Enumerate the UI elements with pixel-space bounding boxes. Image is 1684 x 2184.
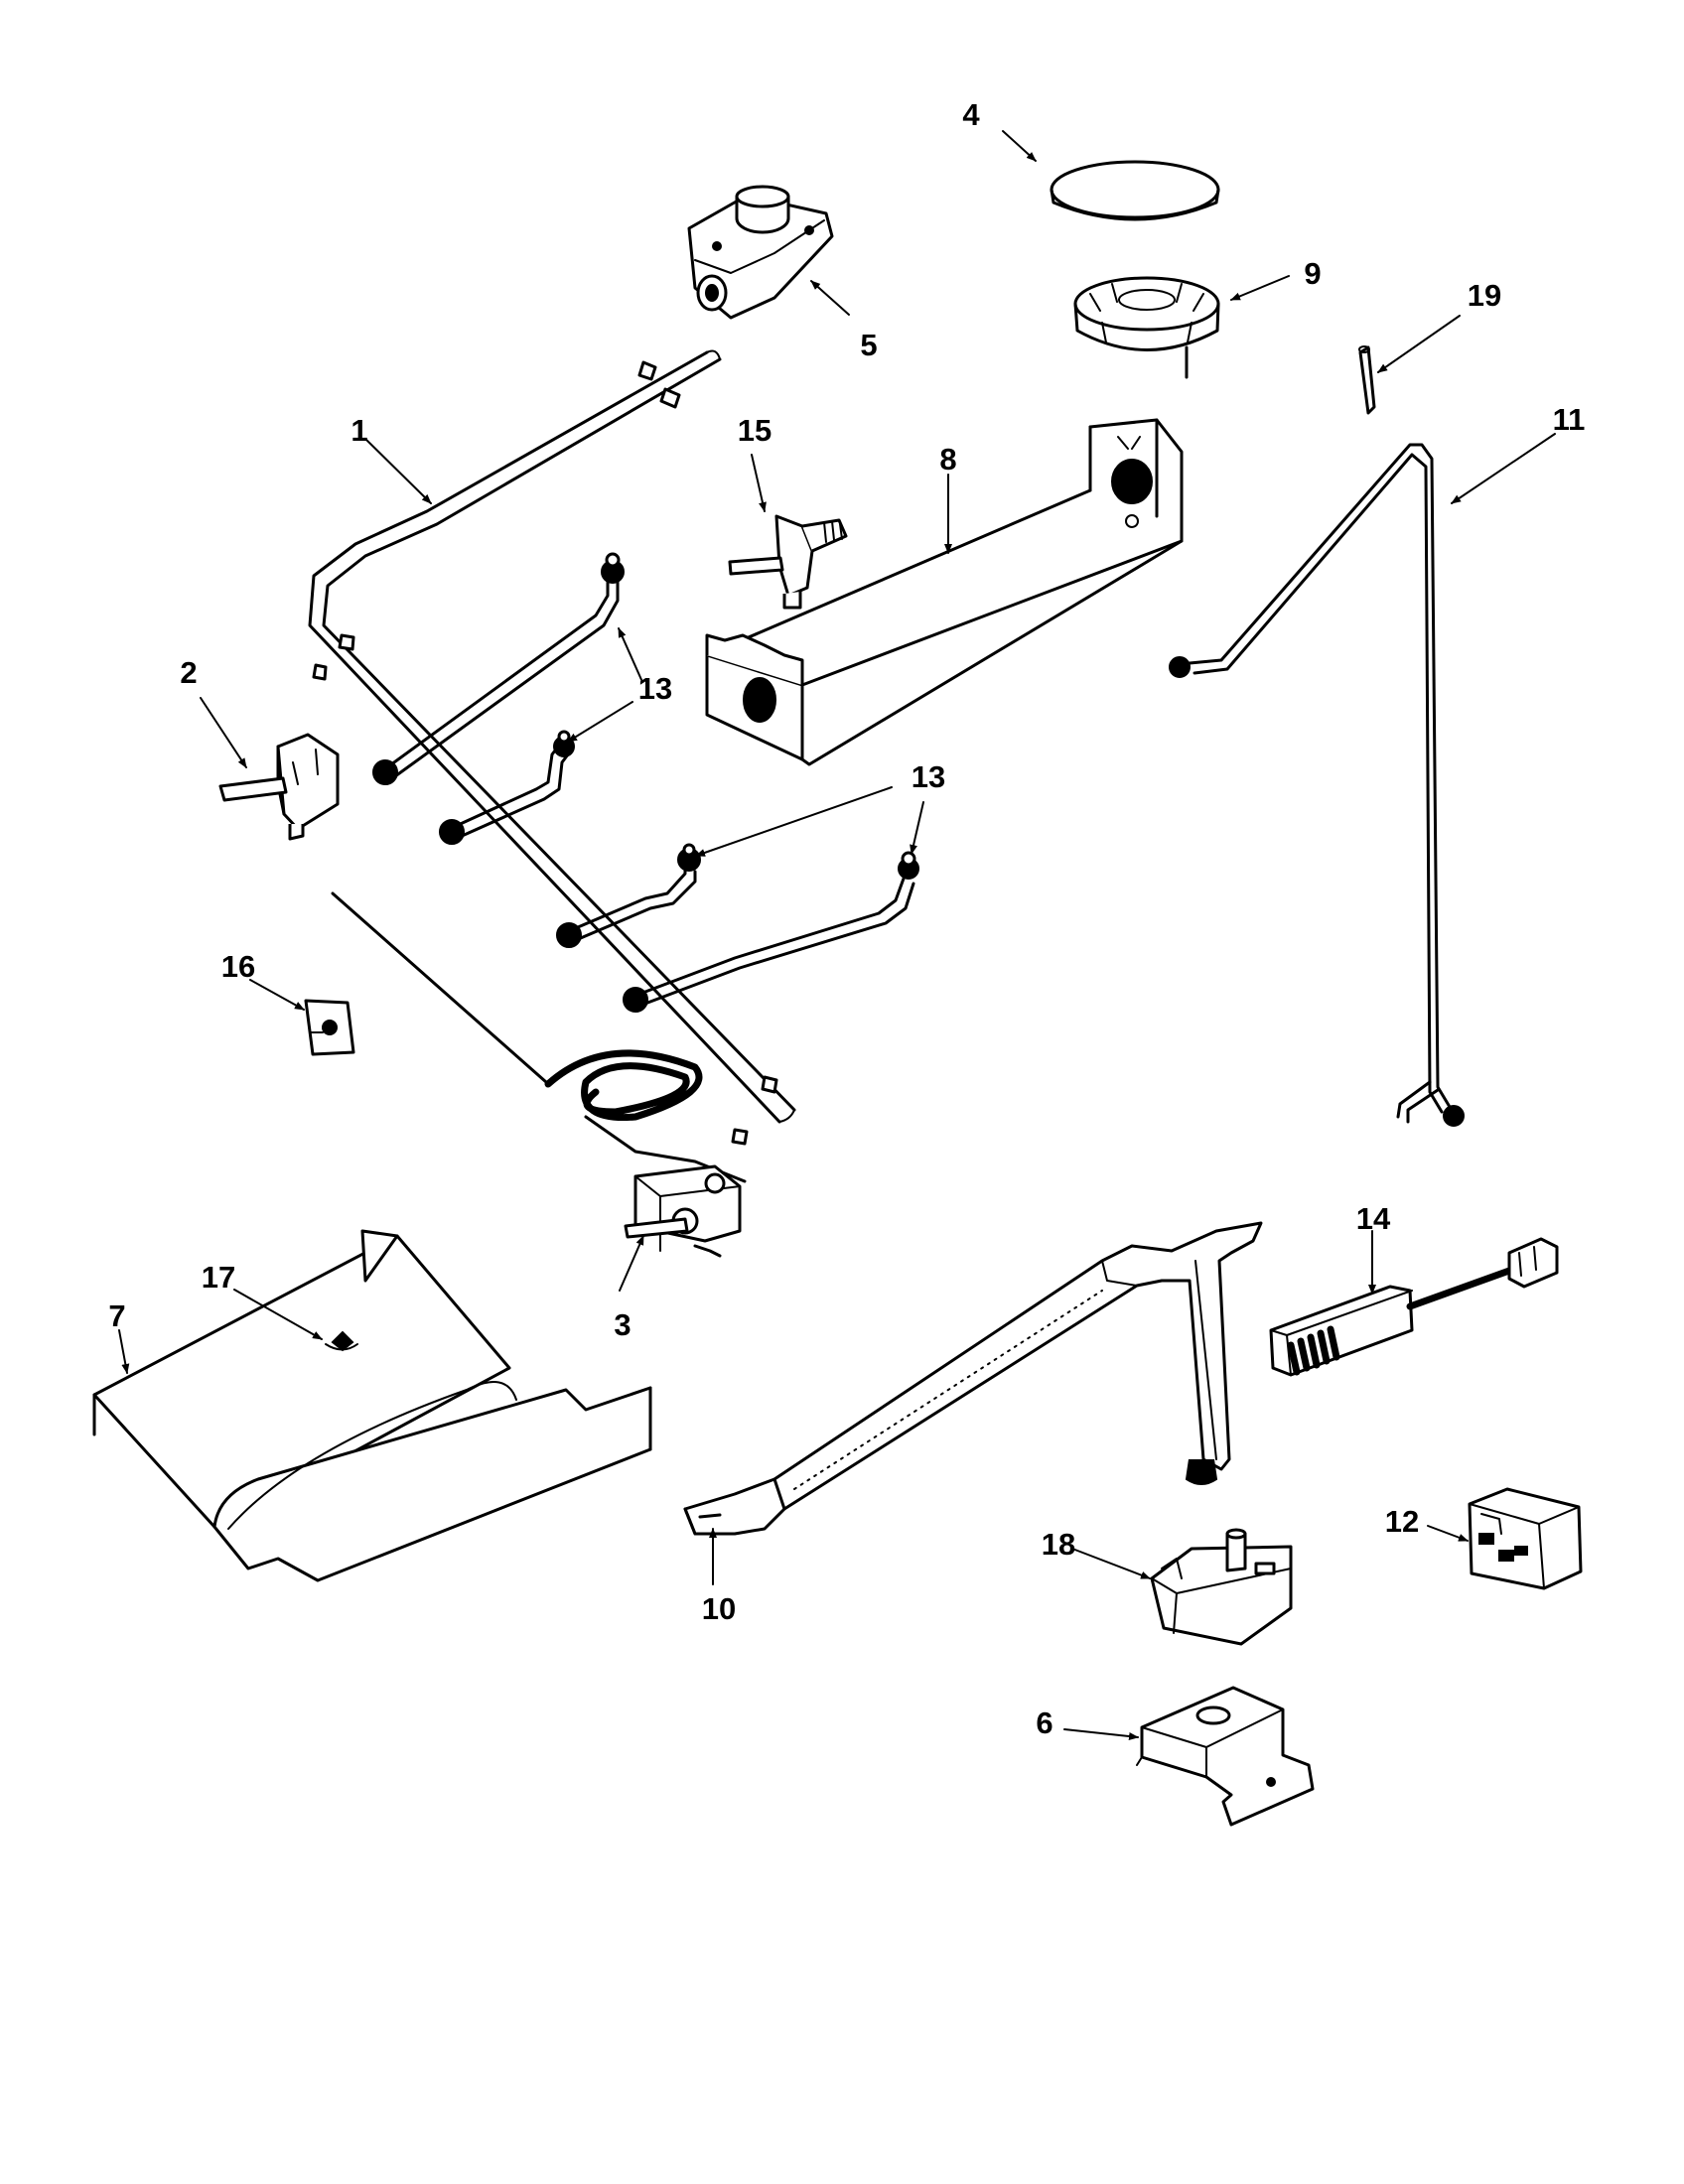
part-1-manifold-pipe bbox=[308, 349, 796, 1146]
part-11-thermocouple-tube bbox=[1169, 443, 1465, 1127]
label-9: 9 bbox=[1304, 256, 1321, 291]
label-12: 12 bbox=[1385, 1504, 1419, 1539]
label-6: 6 bbox=[1036, 1706, 1052, 1740]
part-10-oven-burner bbox=[683, 1221, 1263, 1536]
part-18-spark-module bbox=[1150, 1528, 1293, 1646]
label-13-upper: 13 bbox=[638, 671, 672, 706]
label-arrows bbox=[118, 130, 1556, 1741]
label-14: 14 bbox=[1356, 1201, 1391, 1236]
part-3-thermostat bbox=[331, 891, 747, 1258]
part-6-bracket bbox=[1136, 1686, 1315, 1827]
label-2: 2 bbox=[180, 655, 197, 690]
label-16: 16 bbox=[221, 949, 255, 984]
label-13-lower: 13 bbox=[912, 759, 945, 794]
label-1: 1 bbox=[351, 413, 367, 448]
part-7-heat-shield bbox=[92, 1229, 652, 1582]
part-12-relay bbox=[1468, 1487, 1583, 1590]
label-8: 8 bbox=[939, 442, 956, 477]
part-2-switch bbox=[218, 733, 340, 841]
label-19: 19 bbox=[1468, 278, 1501, 313]
part-5-pressure-regulator bbox=[687, 185, 834, 320]
part-15-valve bbox=[728, 514, 848, 610]
part-4-burner-cap bbox=[1050, 160, 1220, 221]
label-4: 4 bbox=[962, 97, 980, 132]
label-10: 10 bbox=[702, 1591, 736, 1626]
label-17: 17 bbox=[202, 1260, 235, 1295]
label-3: 3 bbox=[614, 1307, 631, 1342]
label-5: 5 bbox=[860, 328, 877, 362]
part-13-burner-tubes-upper bbox=[372, 552, 625, 845]
part-8-burner-box bbox=[705, 418, 1184, 766]
part-13-burner-tubes-lower bbox=[556, 843, 919, 1013]
label-15: 15 bbox=[738, 413, 772, 448]
label-11: 11 bbox=[1553, 402, 1586, 437]
label-7: 7 bbox=[108, 1298, 125, 1333]
part-labels: 4 5 9 19 11 1 15 8 13 2 13 16 3 14 17 7 … bbox=[108, 97, 1585, 1740]
label-18: 18 bbox=[1042, 1527, 1075, 1562]
part-14-igniter bbox=[1269, 1237, 1559, 1377]
part-19-pin bbox=[1358, 345, 1376, 415]
part-9-burner-base bbox=[1073, 276, 1220, 379]
part-16-clip bbox=[304, 999, 355, 1056]
